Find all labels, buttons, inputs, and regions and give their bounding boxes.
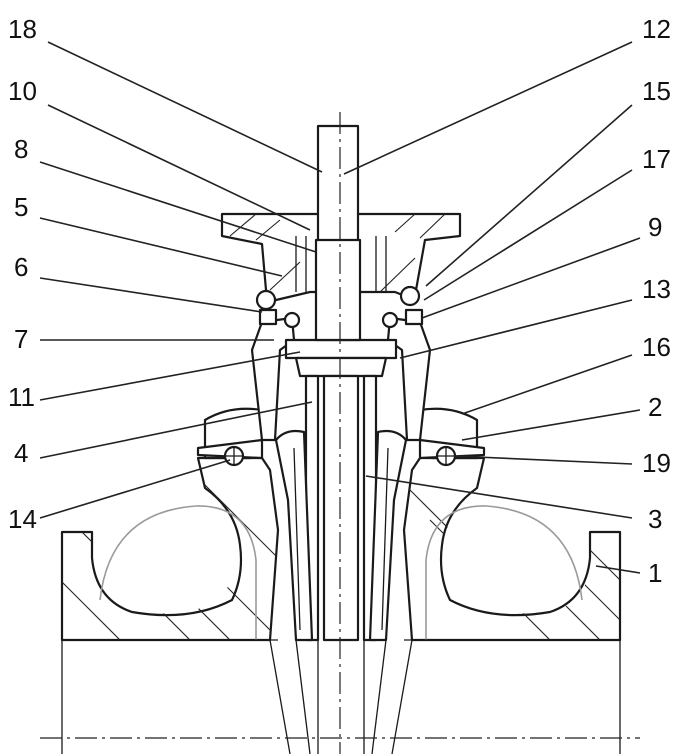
- callout-5: 5: [14, 192, 28, 222]
- leader-9: [421, 237, 641, 319]
- leader-11: [39, 351, 301, 401]
- callout-16: 16: [642, 332, 671, 362]
- leader-12: [343, 41, 633, 175]
- leader-10: [47, 104, 311, 231]
- callout-14: 14: [8, 504, 37, 534]
- callout-12: 12: [642, 14, 671, 44]
- leader-13: [399, 299, 633, 359]
- leader-6: [39, 277, 263, 313]
- leader-8: [39, 161, 317, 253]
- callout-19: 19: [642, 448, 671, 478]
- leader-lines: [39, 41, 641, 574]
- leader-17: [423, 169, 633, 301]
- callout-labels: 18 12 10 15 8 17 5 9 6 13 7 16 11 2 4 19…: [8, 14, 671, 588]
- leader-5: [39, 217, 283, 277]
- callout-17: 17: [642, 144, 671, 174]
- callout-2: 2: [648, 392, 662, 422]
- callout-10: 10: [8, 76, 37, 106]
- callout-4: 4: [14, 438, 28, 468]
- callout-7: 7: [14, 324, 28, 354]
- leader-3: [365, 475, 633, 519]
- leader-2: [461, 409, 641, 441]
- leader-4: [39, 401, 313, 459]
- callout-15: 15: [642, 76, 671, 106]
- callout-6: 6: [14, 252, 28, 282]
- stem-and-wedge: [40, 112, 640, 754]
- leader-19: [453, 455, 633, 465]
- leader-16: [461, 354, 633, 415]
- leader-15: [425, 104, 633, 287]
- leader-14: [39, 459, 231, 519]
- callout-8: 8: [14, 134, 28, 164]
- callout-9: 9: [648, 212, 662, 242]
- callout-1: 1: [648, 558, 662, 588]
- callout-18: 18: [8, 14, 37, 44]
- leader-1: [595, 565, 641, 574]
- leader-18: [47, 41, 323, 173]
- callout-3: 3: [648, 504, 662, 534]
- callout-11: 11: [8, 382, 35, 412]
- callout-13: 13: [642, 274, 671, 304]
